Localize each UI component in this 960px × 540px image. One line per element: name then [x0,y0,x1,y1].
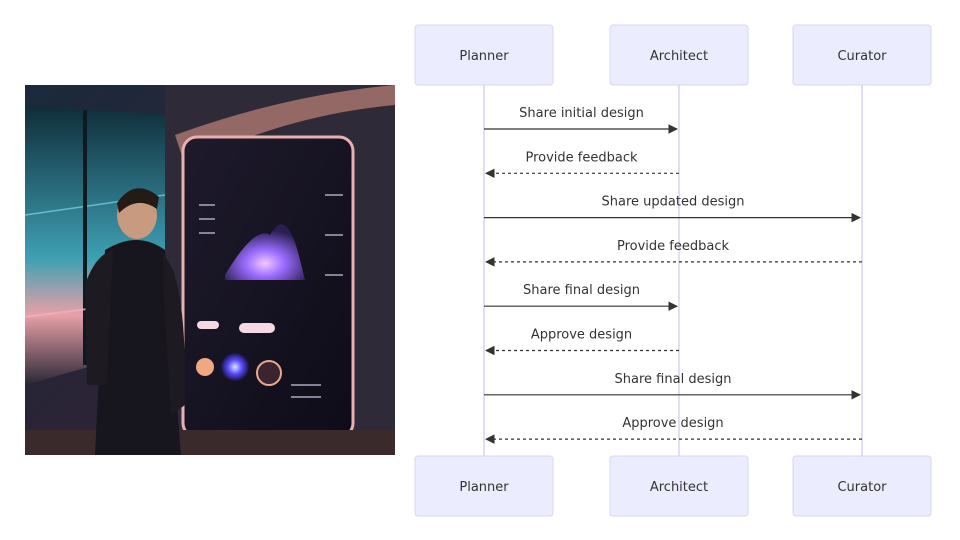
message-label: Share updated design [602,195,745,210]
message-3: Share updated design [484,195,861,223]
message-5: Share final design [484,283,678,312]
message-label: Approve design [622,416,723,431]
actor-label: Curator [837,49,887,64]
message-label: Share initial design [519,106,644,121]
message-6: Approve design [485,328,679,356]
actor-architect-bottom: Architect [609,455,749,517]
message-1: Share initial design [484,106,678,134]
message-2: Provide feedback [485,150,679,179]
actor-box [609,24,749,86]
actor-label: Planner [459,480,509,495]
actor-label: Planner [459,49,509,64]
actor-planner-top: Planner [414,24,554,86]
actor-curator-bottom: Curator [792,455,932,517]
actor-label: Architect [650,49,708,64]
message-label: Approve design [531,328,632,343]
message-label: Share final design [523,283,640,298]
actor-curator-top: Curator [792,24,932,86]
actor-box [609,455,749,517]
actor-box [414,455,554,517]
actor-label: Curator [837,480,887,495]
message-label: Provide feedback [617,239,730,254]
message-8: Approve design [485,416,862,444]
message-label: Provide feedback [525,150,638,165]
illustration-image [25,85,395,455]
actor-architect-top: Architect [609,24,749,86]
message-7: Share final design [484,372,861,400]
actor-box [414,24,554,86]
actor-label: Architect [650,480,708,495]
actor-planner-bottom: Planner [414,455,554,517]
actor-box [792,455,932,517]
message-4: Provide feedback [485,239,862,267]
message-label: Share final design [615,372,732,387]
actor-box [792,24,932,86]
